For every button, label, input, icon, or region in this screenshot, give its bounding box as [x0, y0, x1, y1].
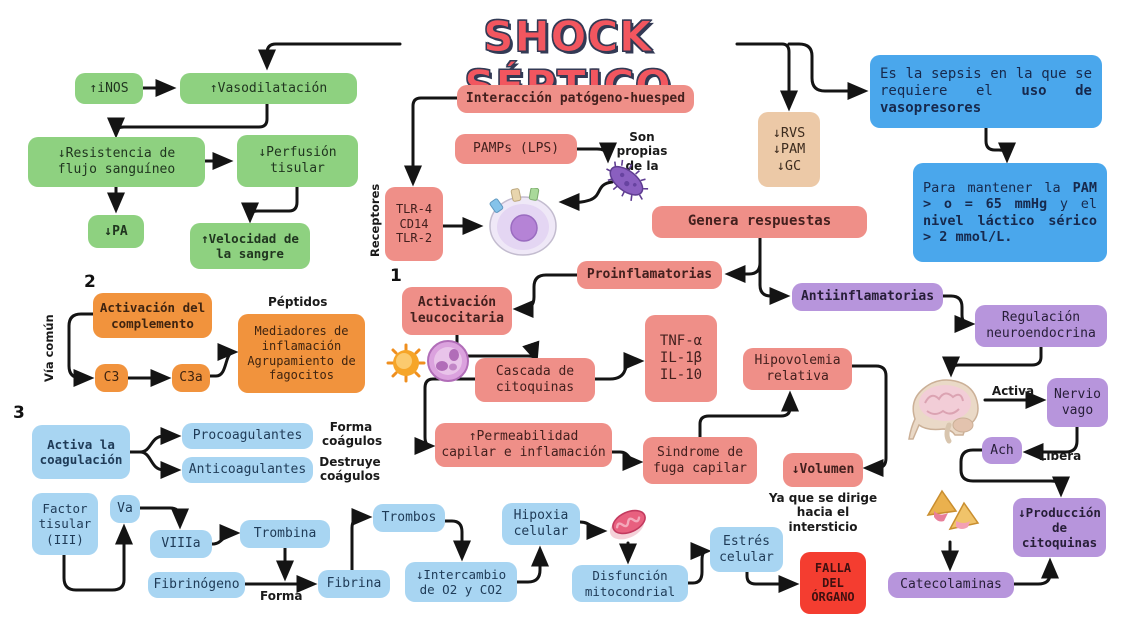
- goal-s3: y el: [1047, 196, 1097, 213]
- node-fibrinogeno: Fibrinógeno: [148, 572, 245, 598]
- node-perfusion-tisular: ↓Perfusión tisular: [237, 135, 358, 187]
- host-cell-icon: [489, 188, 557, 256]
- node-trombos: Trombos: [373, 504, 445, 532]
- section1-number: 1: [390, 266, 402, 286]
- node-inos: ↑iNOS: [75, 73, 143, 104]
- node-vasodilatacion: ↑Vasodilatación: [180, 73, 357, 104]
- definition-bold: uso de vasopresores: [880, 82, 1092, 117]
- node-anticoagulantes: Anticoagulantes: [182, 457, 313, 483]
- node-factor-tisular: Factor tisular (III): [32, 493, 98, 555]
- section3-number: 3: [13, 403, 25, 423]
- node-trombina: Trombina: [240, 520, 330, 548]
- node-procoagulantes: Procoagulantes: [182, 423, 313, 449]
- node-mediadores: Mediadores de inflamación Agrupamiento d…: [238, 314, 365, 393]
- leukocyte-icon: [427, 340, 469, 382]
- node-activacion-complemento: Activación del complemento: [93, 293, 212, 338]
- node-viiia: VIIIa: [150, 530, 212, 558]
- goal-s2: PAM > o = 65 mmHg: [923, 179, 1097, 213]
- node-antiinflamatorias: Antiinflamatorias: [792, 283, 943, 311]
- brain-icon: [908, 379, 979, 444]
- section2-number: 2: [84, 272, 96, 292]
- node-interaccion-patogeno: Interacción patógeno-huesped: [457, 85, 694, 113]
- node-activa-coagulacion: Activa la coagulación: [32, 425, 130, 479]
- node-fibrina: Fibrina: [318, 570, 390, 598]
- neutrophil-icon: [386, 343, 426, 383]
- adrenal-glands-icon: [926, 489, 980, 531]
- label-destruye-coagulos: Destruye coágulos: [319, 455, 381, 484]
- node-pamps: PAMPs (LPS): [455, 134, 577, 164]
- label-forma: Forma: [260, 589, 303, 603]
- label-peptidos: Péptidos: [268, 295, 328, 309]
- bacteria-icon: [606, 159, 649, 202]
- node-pa: ↓PA: [88, 215, 144, 248]
- node-tlr-receptors: TLR-4 CD14 TLR-2: [385, 187, 443, 261]
- label-activa: Activa: [991, 384, 1035, 398]
- node-permeabilidad-capilar: ↑Permeabilidad capilar e inflamación: [435, 423, 612, 467]
- node-goal-pam: Para mantener la PAM > o = 65 mmHg y el …: [913, 163, 1107, 262]
- node-hipovolemia: Hipovolemia relativa: [743, 348, 852, 390]
- label-son-propias: Son propias de la: [616, 130, 668, 173]
- node-hemodynamics: ↓RVS ↓PAM ↓GC: [758, 112, 820, 187]
- node-disfuncion-mitocondrial: Disfunción mitocondrial: [572, 565, 688, 602]
- node-intercambio-gases: ↓Intercambio de O2 y CO2: [405, 562, 517, 602]
- node-activacion-leucocitaria: Activación leucocitaria: [402, 287, 512, 335]
- node-definition: Es la sepsis en la que se requiere el us…: [870, 55, 1102, 128]
- node-va: Va: [110, 495, 140, 523]
- label-libera: Libera: [1038, 449, 1082, 463]
- node-resistencia-flujo: ↓Resistencia de flujo sanguíneo: [28, 137, 205, 187]
- node-fuga-capilar: Sindrome de fuga capilar: [643, 437, 757, 484]
- label-receptores: Receptores: [368, 183, 382, 257]
- label-forma-coagulos: Forma coágulos: [322, 420, 383, 449]
- node-nervio-vago: Nervio vago: [1047, 378, 1108, 427]
- node-velocidad-sangre: ↑Velocidad de la sangre: [190, 223, 310, 269]
- node-ach: Ach: [982, 437, 1022, 464]
- node-c3a: C3a: [172, 364, 210, 392]
- node-proinflamatorias: Proinflamatorias: [577, 261, 722, 289]
- mitochondria-icon: [609, 509, 646, 540]
- node-hipoxia-celular: Hipoxia celular: [502, 503, 580, 545]
- node-regulacion-neuroendocrina: Regulación neuroendocrina: [975, 305, 1107, 347]
- goal-s4: nivel láctico sérico > 2 mmol/L.: [923, 212, 1097, 245]
- definition-text: Es la sepsis en la que se requiere el: [880, 65, 1092, 99]
- node-citoquinas: TNF-α IL-1β IL-10: [645, 315, 717, 402]
- node-estres-celular: Estrés celular: [710, 527, 783, 572]
- node-volumen: ↓Volumen: [783, 453, 863, 487]
- label-intersticio: Ya que se dirige hacia el intersticio: [768, 491, 878, 534]
- node-genera-respuestas: Genera respuestas: [652, 206, 867, 238]
- node-cascada-citoquinas: Cascada de citoquinas: [475, 358, 595, 402]
- node-falla-organo: FALLA DEL ÓRGANO: [800, 552, 866, 614]
- node-catecolaminas: Catecolaminas: [888, 572, 1014, 598]
- node-produccion-citoquinas: ↓Producción de citoquinas: [1013, 498, 1106, 557]
- node-c3: C3: [95, 364, 128, 392]
- label-via-comun: Vía común: [42, 314, 56, 382]
- goal-s1: Para mantener la: [923, 179, 1073, 196]
